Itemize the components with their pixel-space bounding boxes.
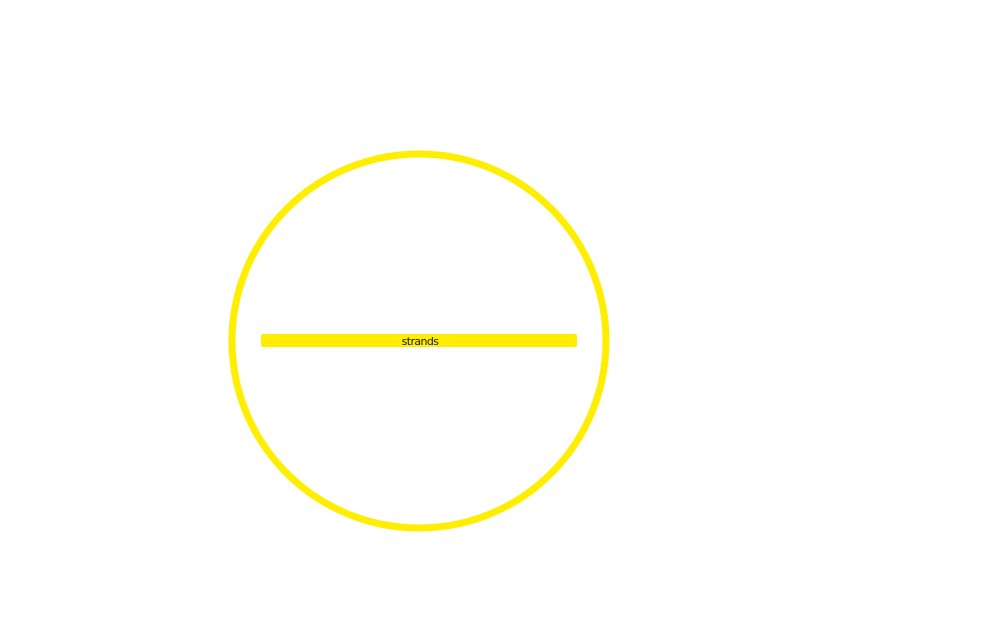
strands-bar — [261, 334, 577, 347]
yellow-ring — [228, 150, 610, 532]
strands-label: strands — [402, 335, 440, 348]
